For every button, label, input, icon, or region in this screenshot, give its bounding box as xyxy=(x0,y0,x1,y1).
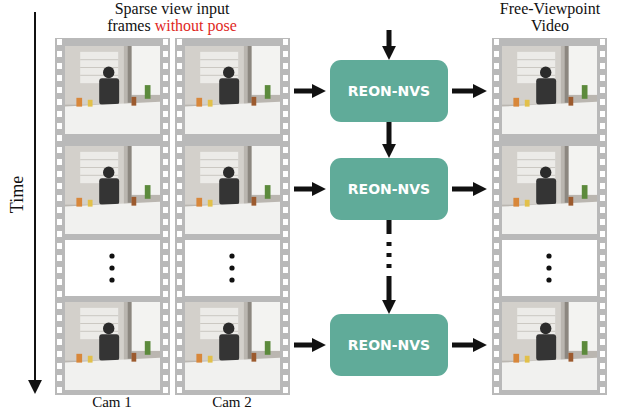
input-heading-highlight: without pose xyxy=(155,17,237,34)
process-box: REON-NVS xyxy=(330,314,448,376)
process-box: REON-NVS xyxy=(330,60,448,122)
recurrent-arrow xyxy=(387,220,392,302)
ellipsis-dot xyxy=(229,253,234,258)
video-frame xyxy=(185,146,280,234)
ellipsis-dot xyxy=(109,277,114,282)
film-strip xyxy=(492,38,607,395)
output-arrow xyxy=(452,343,475,348)
camera-label: Cam 1 xyxy=(62,394,162,411)
sprocket-column xyxy=(57,38,62,395)
strip-gap xyxy=(65,240,160,296)
video-frame xyxy=(502,46,597,134)
box-label: REON-NVS xyxy=(348,337,430,354)
video-frame xyxy=(185,46,280,134)
time-label: Time xyxy=(9,169,26,221)
video-frame xyxy=(502,146,597,234)
output-heading: Free-Viewpoint Video xyxy=(495,0,605,34)
input-arrow xyxy=(294,343,314,348)
ellipsis-dot xyxy=(546,277,551,282)
video-frame xyxy=(502,302,597,390)
time-axis xyxy=(34,12,36,382)
state-arrow xyxy=(387,30,392,48)
video-frame xyxy=(65,146,160,234)
film-strip xyxy=(55,38,170,395)
film-strip xyxy=(175,38,290,395)
sprocket-column xyxy=(283,38,288,395)
strip-gap xyxy=(185,240,280,296)
output-arrow xyxy=(452,89,475,94)
box-label: REON-NVS xyxy=(348,181,430,198)
ellipsis-dot xyxy=(229,277,234,282)
video-frame xyxy=(65,302,160,390)
sprocket-column xyxy=(600,38,605,395)
input-heading: Sparse view input frameswithout pose xyxy=(92,0,252,34)
sprocket-column xyxy=(163,38,168,395)
sprocket-column xyxy=(494,38,499,395)
input-arrow xyxy=(294,89,314,94)
camera-label: Cam 2 xyxy=(182,394,282,411)
video-frame xyxy=(65,46,160,134)
ellipsis-dot xyxy=(546,265,551,270)
output-arrow xyxy=(452,187,475,192)
box-label: REON-NVS xyxy=(348,83,430,100)
ellipsis-dot xyxy=(109,253,114,258)
video-frame xyxy=(185,302,280,390)
strip-gap xyxy=(502,240,597,296)
ellipsis-dot xyxy=(546,253,551,258)
process-box: REON-NVS xyxy=(330,158,448,220)
sprocket-column xyxy=(177,38,182,395)
input-arrow xyxy=(294,187,314,192)
ellipsis-dot xyxy=(109,265,114,270)
ellipsis-dot xyxy=(229,265,234,270)
recurrent-arrow xyxy=(387,122,392,146)
